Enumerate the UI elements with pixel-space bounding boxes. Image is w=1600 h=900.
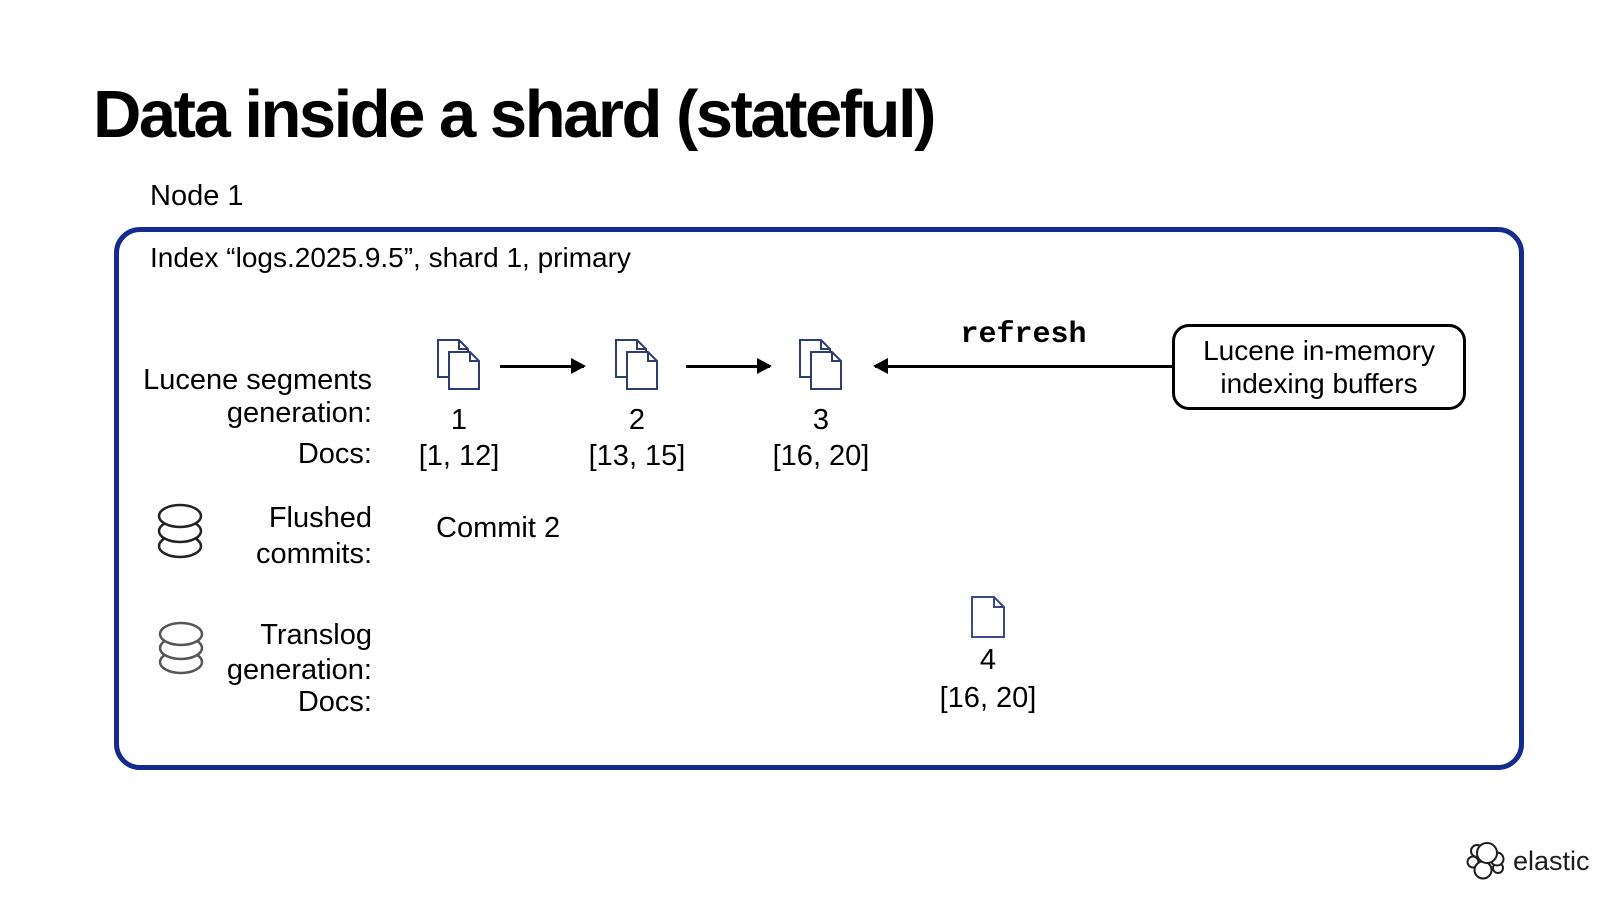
segment-docs: [13, 15] <box>588 440 686 472</box>
shard-box <box>114 227 1524 770</box>
translog-label-line2: generation: <box>226 654 372 686</box>
database-icon <box>158 621 204 675</box>
segment-doc-icon <box>799 339 842 390</box>
buffer-box-line2: indexing buffers <box>1220 368 1418 399</box>
segments-docs-label: Docs: <box>297 438 372 470</box>
segment-doc-icon <box>615 339 658 390</box>
brand: elastic <box>1466 841 1590 881</box>
merge-arrow-icon <box>500 358 586 374</box>
refresh-arrow-icon <box>873 358 1172 374</box>
segment-generation: 1 <box>450 404 468 436</box>
commit-value: Commit 2 <box>436 512 561 544</box>
merge-arrow-icon <box>686 358 772 374</box>
segment-generation: 2 <box>628 404 646 436</box>
segment-docs: [1, 12] <box>418 440 500 472</box>
brand-name: elastic <box>1513 845 1590 876</box>
segments-row-label: Lucene segments generation: <box>143 364 372 430</box>
segment-doc-icon <box>437 339 480 390</box>
translog-docs: [16, 20] <box>939 682 1037 714</box>
page-title: Data inside a shard (stateful) <box>93 77 936 152</box>
database-icon <box>157 503 203 559</box>
refresh-label: refresh <box>960 318 1087 352</box>
translog-label-line1: Translog <box>260 619 372 651</box>
elastic-logo-icon <box>1466 842 1505 880</box>
segment-generation: 3 <box>812 404 830 436</box>
segments-label-line2: generation: <box>226 397 372 429</box>
translog-row-label: Translog generation: <box>227 618 372 688</box>
flushed-commits-label: Flushed commits: <box>256 500 372 572</box>
node-label: Node 1 <box>150 180 244 212</box>
segments-label-line1: Lucene segments <box>143 364 372 396</box>
buffer-box-line1: Lucene in-memory <box>1203 335 1435 366</box>
segment-docs: [16, 20] <box>772 440 870 472</box>
flushed-label-line1: Flushed <box>268 502 372 534</box>
index-label: Index “logs.2025.9.5”, shard 1, primary <box>150 242 631 273</box>
flushed-label-line2: commits: <box>256 538 372 570</box>
translog-generation: 4 <box>979 644 997 676</box>
lucene-buffer-box: Lucene in-memory indexing buffers <box>1172 324 1466 410</box>
translog-docs-label: Docs: <box>297 686 372 718</box>
translog-doc-icon <box>971 596 1005 638</box>
